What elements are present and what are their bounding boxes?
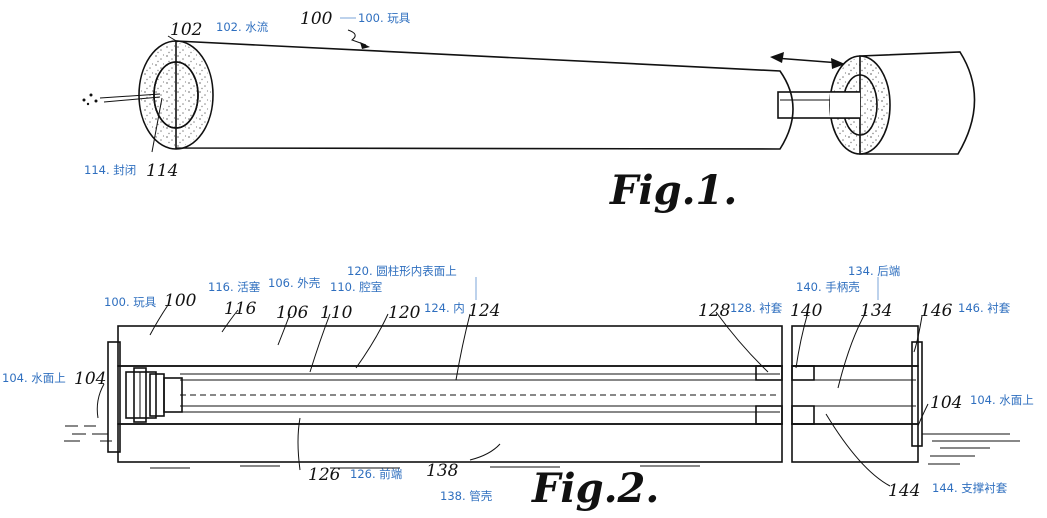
- ann-144: 144. 支撑衬套: [932, 481, 1008, 495]
- ann-100-fig2: 100. 玩具: [104, 295, 157, 309]
- num-100-fig1: 100: [300, 9, 333, 29]
- ann-104-left: 104. 水面上: [2, 371, 66, 385]
- num-124: 124: [468, 301, 500, 321]
- num-120: 120: [388, 303, 421, 323]
- ann-140: 140. 手柄壳: [796, 280, 860, 294]
- fig1-label: Fig.1.: [609, 167, 737, 214]
- num-146: 146: [920, 301, 953, 321]
- fig1-handle: [859, 51, 976, 155]
- handle-casing-top: [791, 325, 919, 367]
- handle-chamber: [791, 365, 919, 425]
- water-jet: [99, 93, 161, 99]
- ann-138: 138. 管壳: [440, 489, 493, 503]
- ann-128: 128. 衬套: [730, 301, 783, 315]
- ann-126: 126. 前端: [350, 467, 402, 481]
- annotation-leaders: [340, 17, 879, 300]
- num-128: 128: [698, 301, 731, 321]
- outer-casing-bottom: [117, 423, 783, 463]
- num-140: 140: [790, 301, 823, 321]
- num-126: 126: [308, 465, 341, 485]
- motion-arrow: [770, 52, 845, 69]
- ann-102: 102. 水流: [216, 20, 269, 34]
- ann-106: 106. 外壳: [268, 276, 321, 290]
- ann-120: 120. 圆柱形内表面上: [347, 264, 457, 278]
- fig1-tube-highlight: [200, 46, 770, 112]
- water-surface-right: [922, 433, 1020, 465]
- num-100-fig2: 100: [164, 291, 197, 311]
- num-116: 116: [224, 299, 257, 319]
- water-surface-left: [64, 425, 700, 469]
- bushing-146: [911, 341, 923, 447]
- piston: [125, 367, 183, 423]
- num-114: 114: [146, 161, 178, 181]
- fig1-front-end-stipple: [141, 43, 211, 147]
- num-106: 106: [276, 303, 309, 323]
- num-102: 102: [170, 20, 202, 40]
- ann-134: 134. 后端: [848, 264, 900, 278]
- num-104-left: 104: [74, 369, 106, 389]
- ann-146: 146. 衬套: [958, 301, 1011, 315]
- ann-114: 114. 封闭: [84, 163, 136, 177]
- handle-casing-bottom: [791, 423, 919, 463]
- front-cap: [107, 341, 121, 453]
- ann-100-fig1: 100. 玩具: [358, 11, 411, 25]
- fig2-label: Fig.2.: [531, 465, 659, 512]
- fig2-section: [64, 304, 1020, 487]
- num-134: 134: [860, 301, 892, 321]
- ann-116: 116. 活塞: [208, 280, 261, 294]
- num-110: 110: [320, 303, 353, 323]
- num-104-right: 104: [930, 393, 962, 413]
- chamber: [117, 365, 783, 425]
- ann-104-right: 104. 水面上: [970, 393, 1034, 407]
- support-bushing-144: [791, 405, 815, 425]
- num-144: 144: [888, 481, 920, 501]
- fig1-front-face: [153, 61, 199, 129]
- outer-casing-top: [117, 325, 783, 367]
- ann-124: 124. 内: [424, 301, 465, 315]
- num-138: 138: [426, 461, 459, 481]
- ann-110: 110. 腔室: [330, 280, 382, 294]
- fig1-toy: [82, 29, 976, 155]
- bushing-128: [755, 365, 783, 381]
- fig1-tube-body: [175, 40, 794, 150]
